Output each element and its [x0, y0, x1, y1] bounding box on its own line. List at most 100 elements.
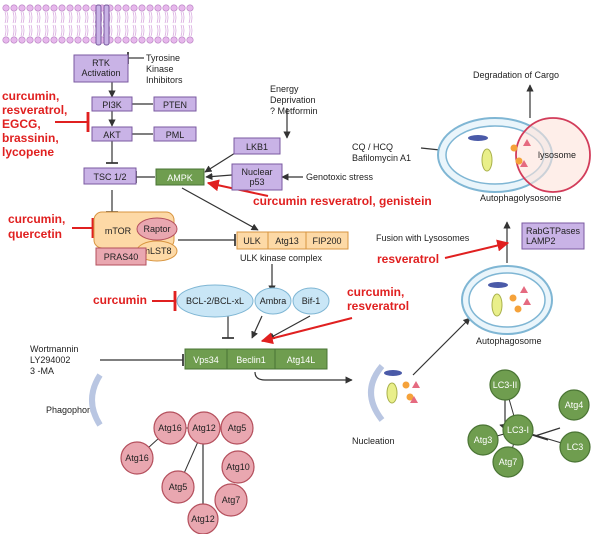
natural-compound-connectors: [55, 112, 510, 345]
pathway-connectors: [100, 52, 561, 505]
lipid-tail: [116, 11, 121, 24]
akt-box: AKT: [91, 126, 133, 142]
bcl2-label: BCL-2/BCL-xL: [186, 296, 244, 306]
lipid-tail: [12, 24, 17, 37]
autophagolysosome-label: Autophagolysosome: [480, 193, 562, 203]
phagophore-crescent-icon: [89, 373, 103, 427]
atg4-label: Atg4: [565, 400, 584, 410]
pras40-label: PRAS40: [104, 252, 139, 262]
atg5-b-label: Atg5: [169, 482, 188, 492]
fip200-label: FIP200: [312, 236, 341, 246]
atg7-node: [492, 446, 524, 478]
lipid-head: [146, 36, 154, 44]
lipid-tail: [84, 11, 89, 24]
lipid-head: [146, 4, 154, 12]
lc3-ii-node: [489, 369, 521, 401]
atg5-a-label: Atg5: [228, 423, 247, 433]
lipid-head: [122, 36, 130, 44]
lipid-tail: [60, 24, 65, 37]
lipid-head: [82, 36, 90, 44]
lipid-head: [82, 4, 90, 12]
pml-box: PML: [153, 126, 197, 142]
lipid-head: [42, 4, 50, 12]
mtor-complex: mTOR Raptor mLST8 PRAS40: [93, 211, 178, 266]
lkb1-label: LKB1: [246, 142, 268, 152]
atg16-a-node: [153, 411, 187, 445]
lipid-head: [42, 36, 50, 44]
lipid-tail: [4, 11, 9, 24]
beclin1-label: Beclin1: [236, 355, 266, 365]
pml-label: PML: [166, 130, 185, 140]
bif1-label: Bif-1: [302, 296, 321, 306]
lipid-tail: [180, 11, 185, 24]
ampk-box: AMPK: [155, 168, 205, 186]
lipid-tail: [28, 24, 33, 37]
atg5-b-node: [161, 470, 195, 504]
pi3k-box: PI3K: [91, 96, 133, 112]
lipid-head: [114, 36, 122, 44]
lipid-tail: [36, 24, 41, 37]
lipid-head: [186, 36, 194, 44]
atg7-label: Atg7: [499, 457, 518, 467]
lipid-tail: [116, 24, 121, 37]
lipid-head: [170, 4, 178, 12]
naturals-activate-beclin: [260, 317, 353, 345]
atg7-node: [214, 483, 248, 517]
ambra-to-beclin: [251, 315, 263, 339]
ambra-label: Ambra: [260, 296, 287, 306]
atg3-label: Atg3: [474, 435, 493, 445]
lipid-head: [138, 36, 146, 44]
phagophore-label: Phagophore: [46, 405, 95, 415]
mtor-label: mTOR: [105, 226, 132, 236]
tsc-box: TSC 1/2: [83, 167, 137, 185]
fusion-label: Fusion with Lysosomes: [376, 233, 470, 243]
lipid-head: [130, 36, 138, 44]
atg10-label: Atg10: [226, 462, 250, 472]
lipid-tail: [148, 11, 153, 24]
atg13-label: Atg13: [275, 236, 299, 246]
lipid-tail: [68, 11, 73, 24]
atg12-b-label: Atg12: [191, 514, 215, 524]
receptor-helix: [103, 4, 110, 46]
lipid-tail: [76, 24, 81, 37]
atg16-b-label: Atg16: [125, 453, 149, 463]
lipid-tail: [44, 11, 49, 24]
pten-box: PTEN: [153, 96, 197, 112]
lipid-head: [186, 4, 194, 12]
genotoxic-label: Genotoxic stress: [306, 172, 374, 182]
lipid-tail: [132, 24, 137, 37]
lipid-tail: [156, 11, 161, 24]
lipid-head: [2, 36, 10, 44]
lipid-head: [130, 4, 138, 12]
autophagolysosome-icon: lysosome: [437, 117, 591, 193]
atg7-label: Atg7: [222, 495, 241, 505]
lipid-head: [10, 36, 18, 44]
atg12-a-node: [187, 411, 221, 445]
resveratrol-activates-fusion: [444, 239, 510, 259]
bcl2-naturals-label: curcumin: [93, 293, 147, 307]
lipid-tail: [60, 11, 65, 24]
lipid-tail: [4, 24, 9, 37]
nucleation-to-autophagosome-arrow: [412, 317, 471, 376]
lysosome-label: lysosome: [538, 150, 576, 160]
autophagosome-icon: [461, 265, 553, 335]
lipid-tail: [28, 11, 33, 24]
nucleation-vesicle-icon: [368, 364, 420, 422]
pi3k-label: PI3K: [102, 100, 122, 110]
pi3k-naturals-label: curcumin,resveratrol,EGCG,brassinin,lyco…: [2, 89, 67, 159]
lipid-tail: [44, 24, 49, 37]
atg4-node: [558, 389, 590, 421]
ulk-label: ULK: [243, 236, 261, 246]
lipid-tail: [84, 24, 89, 37]
atg5-a-node: [220, 411, 254, 445]
lipid-head: [2, 4, 10, 12]
